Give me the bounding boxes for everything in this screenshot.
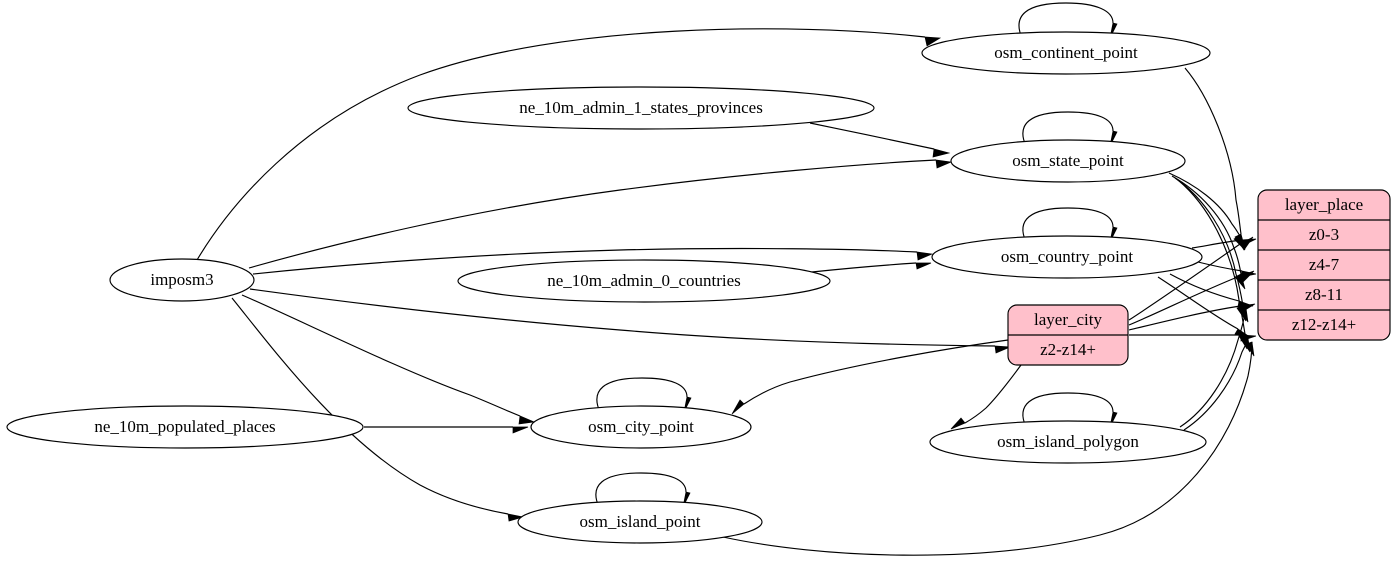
edge-ne-admin-0-countries-to-osm-country-point xyxy=(811,262,932,273)
edge-osm-state-point-to-layer-place-z0-3 xyxy=(1168,172,1246,251)
node-label-osm-country-point: osm_country_point xyxy=(1001,247,1133,266)
edge-imposm3-to-osm-continent-point xyxy=(196,28,942,261)
record-node-layer-city[interactable]: layer_city z2-z14+ xyxy=(1007,304,1129,366)
record-title-layer-place: layer_place xyxy=(1285,195,1363,214)
node-layer: imposm3 ne_10m_admin_1_states_provinces … xyxy=(6,31,1391,544)
node-label-osm-city-point: osm_city_point xyxy=(588,417,694,436)
record-row-layer-place-z4-7: z4-7 xyxy=(1309,255,1340,274)
node-imposm3[interactable]: imposm3 xyxy=(109,258,255,302)
edge-layer-city-to-layer-place-z4-7 xyxy=(1128,270,1255,326)
node-osm-continent-point[interactable]: osm_continent_point xyxy=(921,31,1211,75)
edge-imposm3-to-osm-state-point xyxy=(248,159,953,269)
edge-layer xyxy=(196,2,1257,556)
edge-imposm3-to-layer-city xyxy=(249,288,1011,354)
node-label-osm-island-point: osm_island_point xyxy=(580,512,701,531)
node-label-osm-island-polygon: osm_island_polygon xyxy=(997,432,1139,451)
node-label-osm-continent-point: osm_continent_point xyxy=(994,43,1138,62)
edge-imposm3-to-osm-city-point xyxy=(241,294,536,425)
node-ne-10m-admin-1-states-provinces[interactable]: ne_10m_admin_1_states_provinces xyxy=(407,86,875,130)
edge-imposm3-to-osm-island-point xyxy=(231,297,524,522)
edge-layer-city-to-layer-place-z0-3 xyxy=(1128,236,1254,321)
edge-layer-city-to-osm-city-point xyxy=(731,339,1009,415)
record-row-layer-place-z12-z14plus: z12-z14+ xyxy=(1292,315,1356,334)
edge-osm-island-polygon-to-layer-place-z8-11 xyxy=(1179,307,1249,428)
record-row-layer-place-z8-11: z8-11 xyxy=(1305,285,1343,304)
node-label-ne-10m-admin-1-states-provinces: ne_10m_admin_1_states_provinces xyxy=(519,98,763,117)
node-osm-island-point[interactable]: osm_island_point xyxy=(517,500,763,544)
node-osm-island-polygon[interactable]: osm_island_polygon xyxy=(929,420,1207,464)
node-osm-city-point[interactable]: osm_city_point xyxy=(530,405,752,449)
record-node-layer-place[interactable]: layer_place z0-3 z4-7 z8-11 z12-z14+ xyxy=(1257,189,1391,341)
node-ne-10m-populated-places[interactable]: ne_10m_populated_places xyxy=(6,405,364,449)
record-title-layer-city: layer_city xyxy=(1034,310,1102,329)
node-label-imposm3: imposm3 xyxy=(150,270,213,289)
edge-osm-state-point-to-layer-place-z4-7 xyxy=(1171,175,1246,290)
record-row-layer-city-z2-z14plus: z2-z14+ xyxy=(1040,340,1096,359)
node-label-osm-state-point: osm_state_point xyxy=(1012,151,1124,170)
edge-osm-island-point-to-layer-place-z12-z14 xyxy=(722,341,1255,556)
record-row-layer-place-z0-3: z0-3 xyxy=(1309,225,1339,244)
edge-layer-city-to-layer-place-z12-z14 xyxy=(1129,334,1257,342)
node-label-ne-10m-populated-places: ne_10m_populated_places xyxy=(94,417,275,436)
edge-ne-states-provinces-to-osm-state-point xyxy=(809,122,951,158)
edge-imposm3-to-osm-country-point xyxy=(252,247,934,275)
node-osm-country-point[interactable]: osm_country_point xyxy=(931,235,1203,279)
node-ne-10m-admin-0-countries[interactable]: ne_10m_admin_0_countries xyxy=(457,259,831,303)
edge-ne-populated-places-to-osm-city-point xyxy=(364,426,529,434)
node-label-ne-10m-admin-0-countries: ne_10m_admin_0_countries xyxy=(547,271,741,290)
edge-layer-city-to-osm-island-polygon xyxy=(950,364,1022,430)
node-osm-state-point[interactable]: osm_state_point xyxy=(950,139,1186,183)
